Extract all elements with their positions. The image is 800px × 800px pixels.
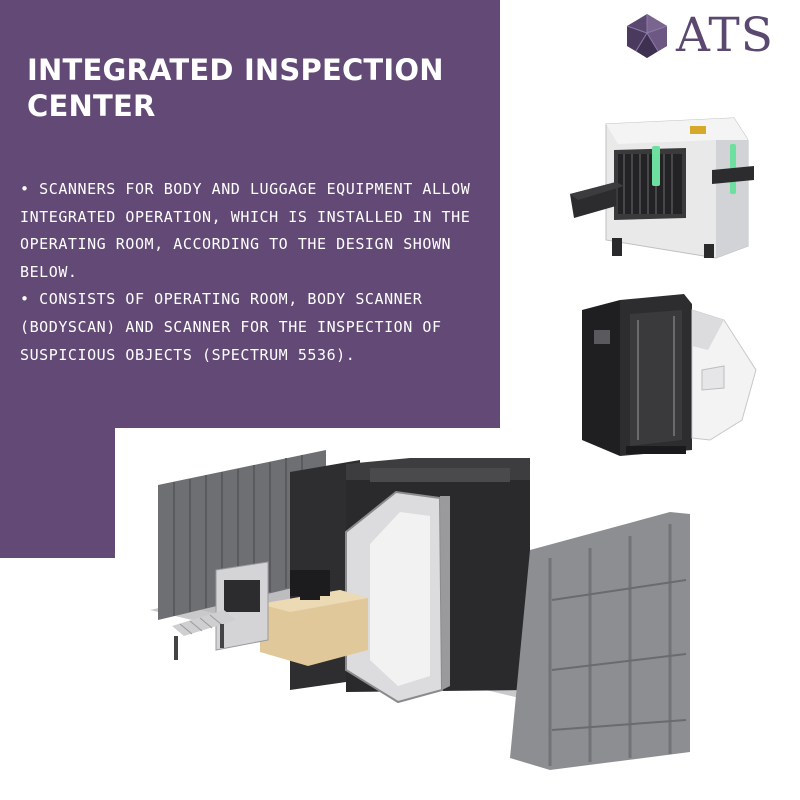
gem-logo-icon: [626, 14, 668, 58]
logo-text: ATS: [676, 8, 774, 63]
bullet-item: • CONSISTS OF OPERATING ROOM, BODY SCANN…: [20, 290, 442, 364]
bullet-item: • SCANNERS FOR BODY AND LUGGAGE EQUIPMEN…: [20, 180, 471, 281]
ats-logo: ATS: [624, 10, 794, 62]
description: • SCANNERS FOR BODY AND LUGGAGE EQUIPMEN…: [20, 176, 490, 369]
page-title: INTEGRATED INSPECTION CENTER: [27, 53, 444, 123]
inspection-center-image: [150, 450, 690, 770]
body-scanner-image: [582, 294, 757, 456]
xray-scanner-image: [570, 117, 754, 259]
